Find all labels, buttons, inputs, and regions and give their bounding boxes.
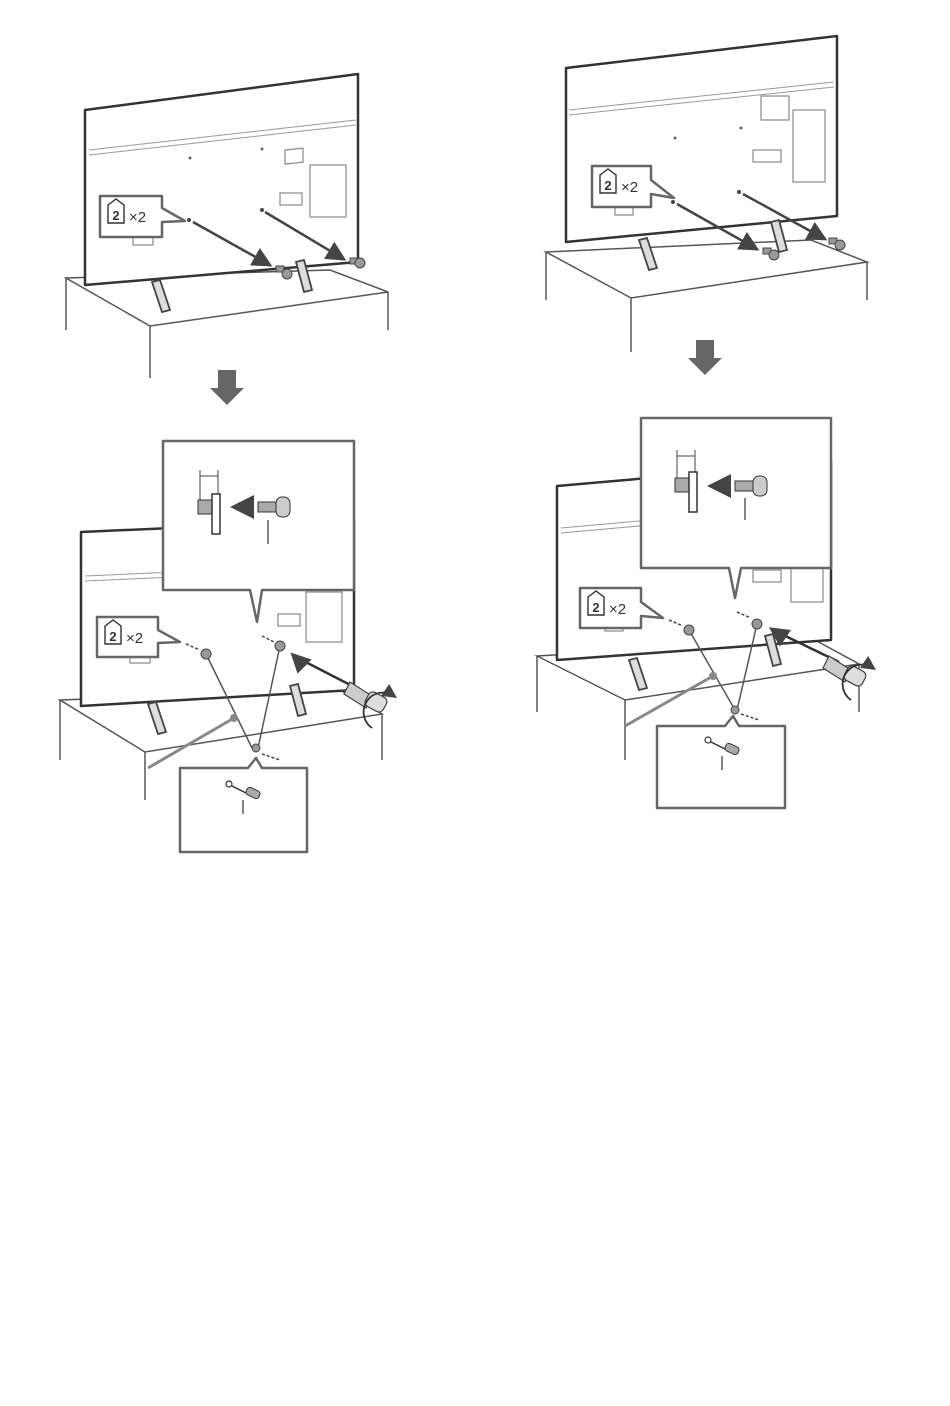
right-procedure-drawing: 2 ×2 <box>475 0 950 880</box>
step2-scene: 2 ×2 <box>60 441 394 852</box>
step1-scene: 2 ×2 <box>546 36 867 352</box>
part-number-label: 2 <box>592 600 599 615</box>
part-quantity: ×2 <box>609 601 626 618</box>
tv-back-panel <box>85 74 358 285</box>
down-arrow-icon <box>688 340 722 375</box>
step2-scene: 2 ×2 <box>537 418 873 808</box>
table-stand <box>546 240 867 352</box>
detail-callout-clip <box>180 758 307 852</box>
part-number-label: 2 <box>604 178 611 193</box>
step1-scene: 2 ×2 <box>66 74 388 378</box>
part-quantity: ×2 <box>126 630 143 647</box>
table-stand <box>66 270 388 378</box>
left-procedure: 2 ×2 <box>0 0 475 880</box>
left-procedure-drawing: 2 ×2 <box>0 0 475 880</box>
part-quantity: ×2 <box>129 209 146 226</box>
tv-back-panel <box>566 36 837 242</box>
part-number-label: 2 <box>109 629 116 644</box>
right-procedure: 2 ×2 <box>475 0 950 880</box>
part-number-label: 2 <box>112 208 119 223</box>
part-quantity: ×2 <box>621 179 638 196</box>
down-arrow-icon <box>210 370 244 405</box>
detail-callout-clip <box>657 716 785 808</box>
